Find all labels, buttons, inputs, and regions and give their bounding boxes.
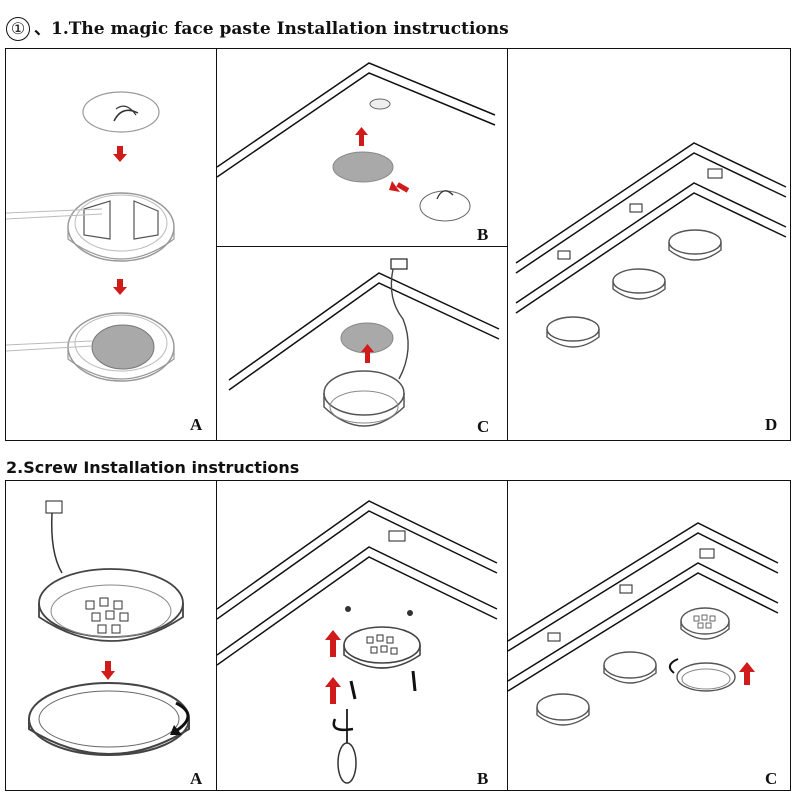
magic-paste-steps-illustration — [6, 91, 175, 382]
screw-lights-installed-illustration — [508, 522, 779, 726]
panel-2c: C — [508, 481, 790, 790]
cabinet-light-mount-illustration — [228, 258, 500, 427]
divider — [216, 246, 507, 247]
three-lights-installed-illustration — [515, 142, 787, 348]
divider — [507, 480, 508, 791]
section2-frame — [5, 480, 791, 791]
divider — [216, 480, 217, 791]
section1-number: ① — [6, 17, 30, 41]
panel-label: A — [190, 769, 203, 788]
panel-1c: C — [217, 247, 507, 440]
panel-label: B — [477, 769, 489, 788]
divider — [216, 48, 217, 441]
section1-title: 、1.The magic face paste Installation ins… — [34, 19, 509, 39]
panel-2a: A — [6, 481, 216, 790]
screw-base-illustration — [28, 500, 190, 756]
screw-mount-illustration — [217, 500, 498, 784]
panel-label: B — [477, 225, 489, 244]
cabinet-paste-illustration — [217, 62, 496, 222]
panel-label: C — [765, 769, 778, 788]
panel-label: A — [190, 415, 203, 434]
panel-2b: B — [217, 481, 507, 790]
section1-heading: ①、1.The magic face paste Installation in… — [6, 14, 509, 41]
panel-1d: D — [508, 49, 790, 440]
panel-label: D — [765, 415, 778, 434]
panel-1b: B — [217, 49, 507, 246]
divider — [507, 48, 508, 441]
section2-title: 2.Screw Installation instructions — [6, 458, 300, 477]
section1-frame — [5, 48, 791, 441]
panel-1a: A — [6, 49, 216, 440]
panel-label: C — [477, 417, 490, 436]
